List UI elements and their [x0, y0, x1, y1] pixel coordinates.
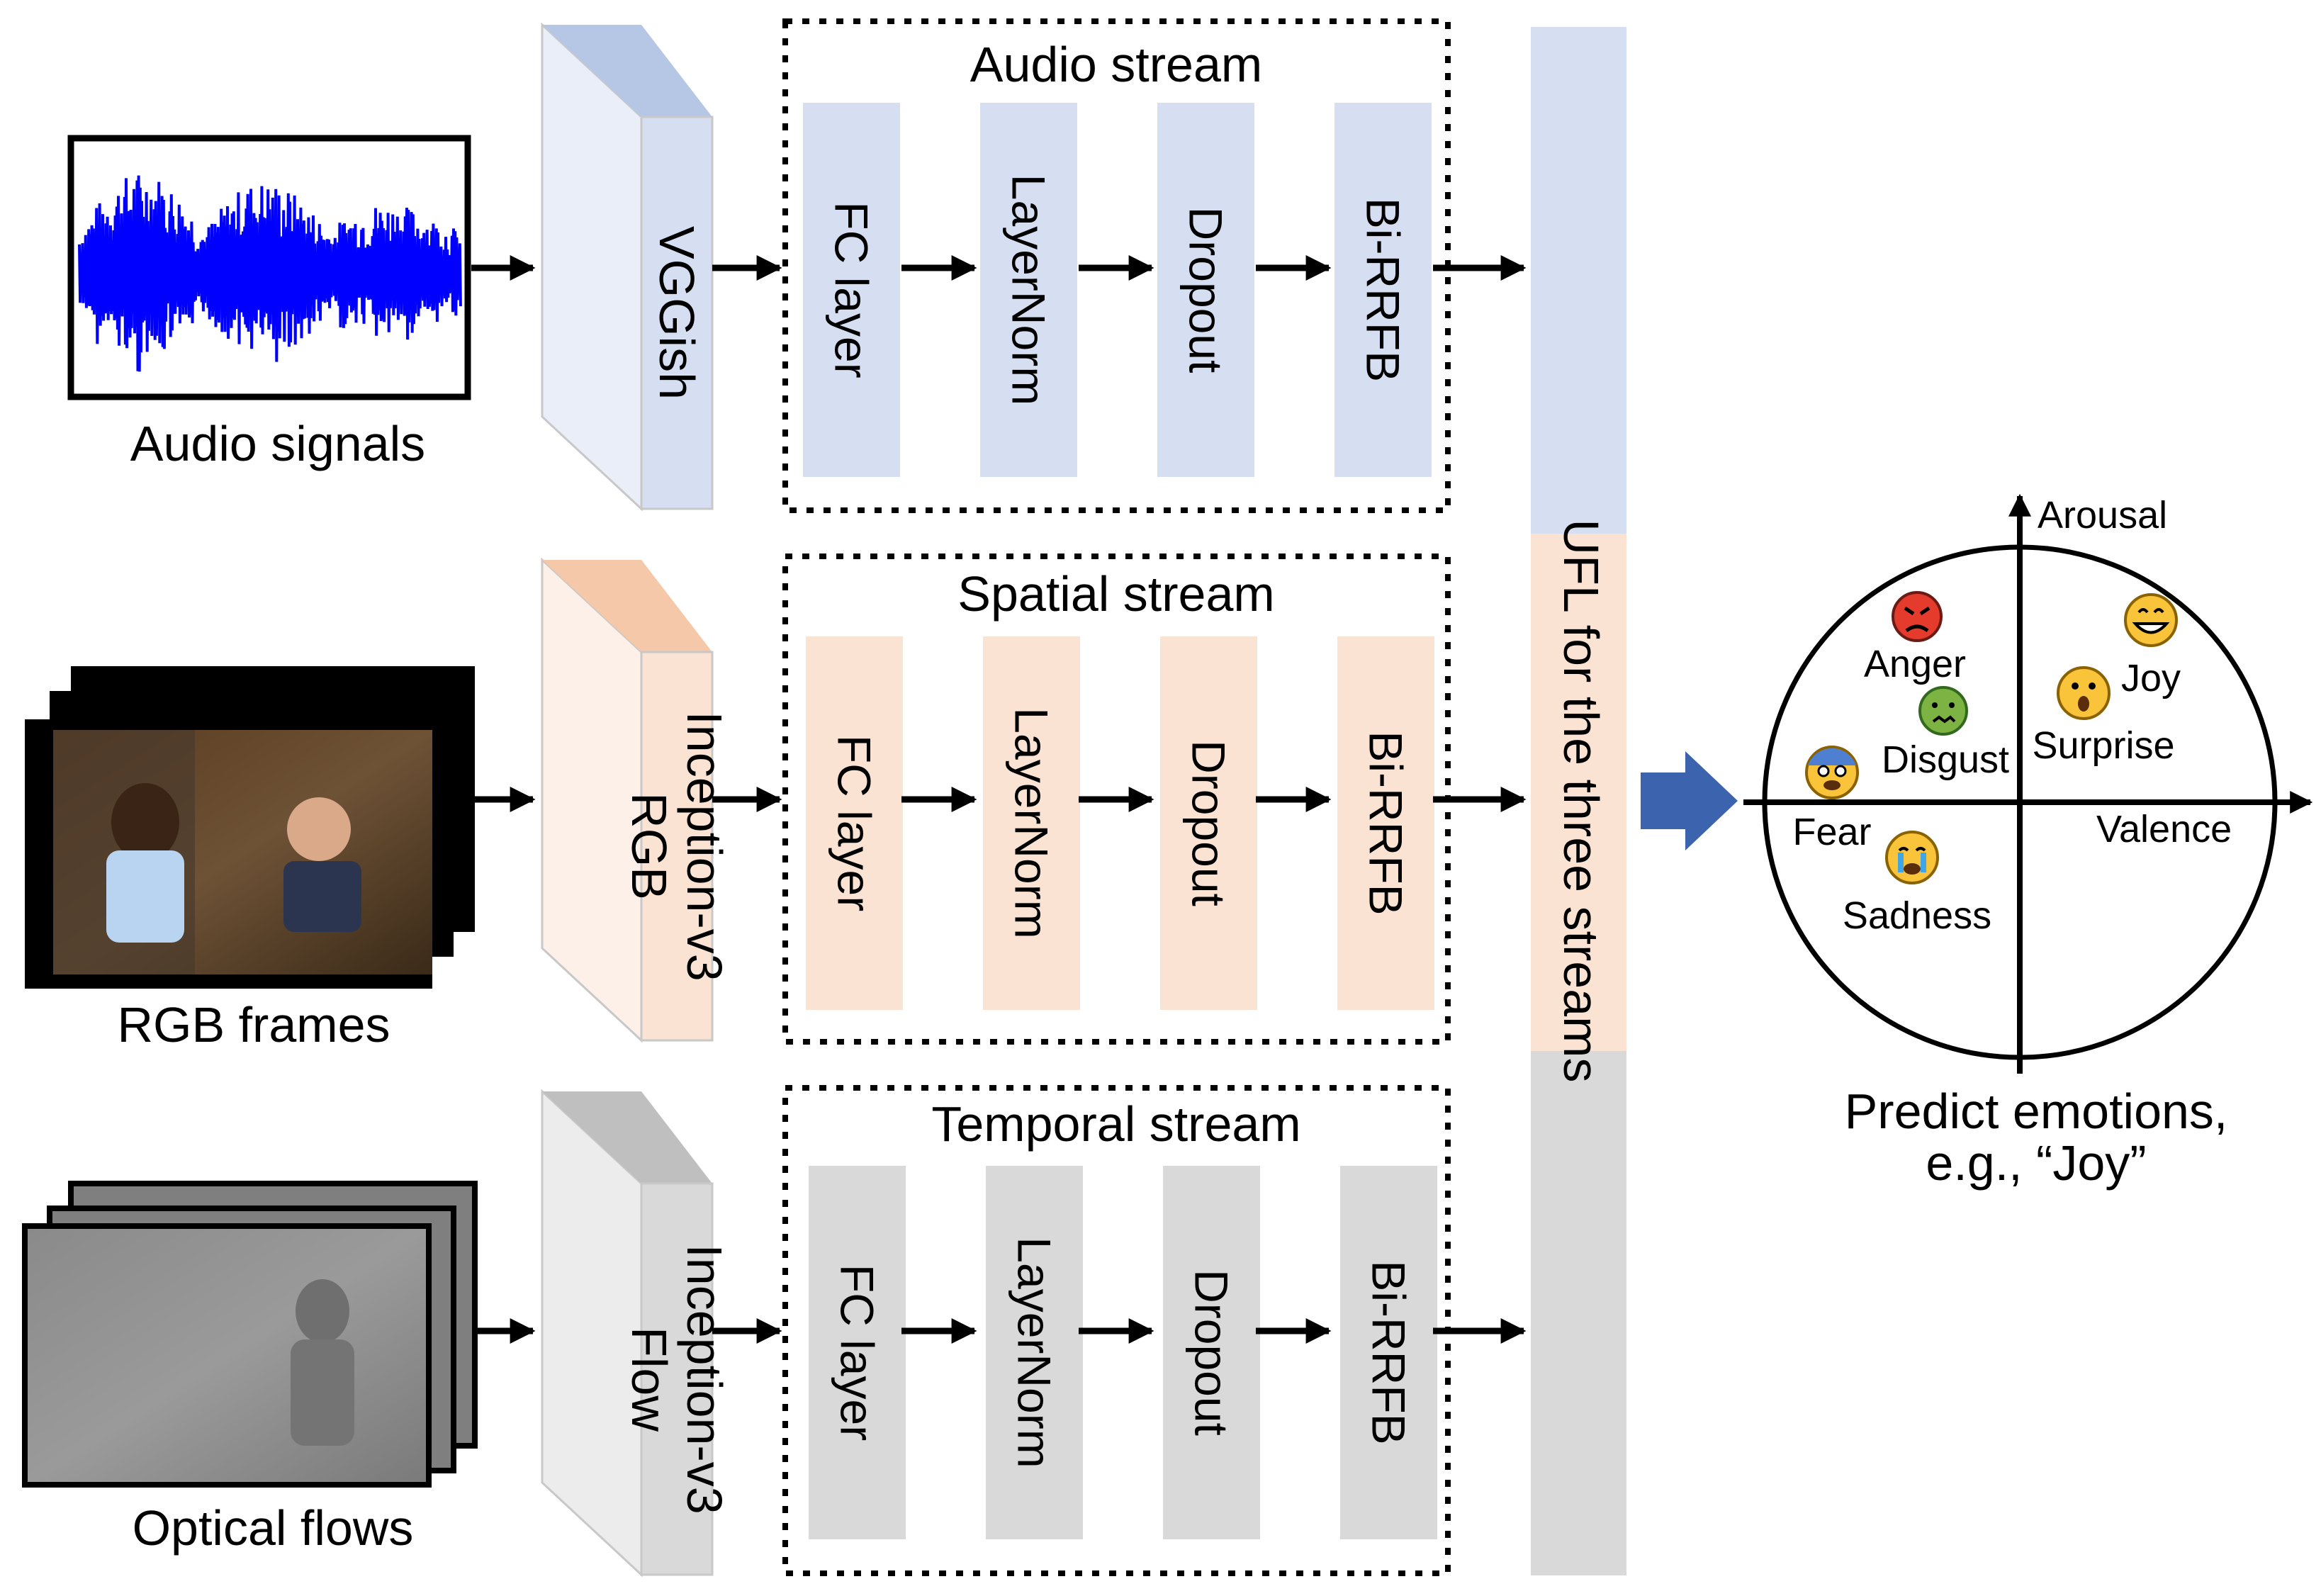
audio-block-3 — [1334, 103, 1432, 477]
temporal-block-1 — [986, 1166, 1083, 1539]
audio-block-label-1: LayerNorm — [1003, 174, 1055, 405]
flow-input-label: Optical flows — [133, 1500, 414, 1556]
audio-block-label-2: Dropout — [1180, 207, 1232, 373]
emotion-surprise-label: Surprise — [2032, 724, 2174, 767]
spatial-block-label-3: Bi-RRFB — [1360, 731, 1412, 915]
emotion-disgust-label: Disgust — [1882, 738, 2009, 781]
vggish-slab-label-0: VGGish — [649, 226, 704, 400]
audio-stream-title: Audio stream — [970, 37, 1262, 92]
valence-label: Valence — [2096, 808, 2232, 850]
spatial-block-3 — [1337, 636, 1434, 1010]
audio-block-label-0: FC layer — [826, 201, 878, 378]
spatial-block-label-0: FC layer — [828, 735, 881, 911]
fusion-label: UFL for the three streams — [1553, 519, 1609, 1083]
inception-rgb-slab-label-0: Inception-v3 — [677, 711, 732, 981]
spatial-stream: Spatial stream FC layer LayerNorm Dropout Bi… — [782, 553, 1451, 1045]
audio-block-label-3: Bi-RRFB — [1357, 198, 1410, 382]
sadness-icon — [1885, 831, 1939, 884]
audio-block-1 — [980, 103, 1077, 477]
inception-flow-slab-label-0: Inception-v3 — [677, 1244, 732, 1514]
fusion-bar-temporal — [1531, 1051, 1626, 1575]
temporal-block-label-2: Dropout — [1186, 1269, 1238, 1436]
vggish-slab: VGGish — [541, 22, 714, 512]
audio-signal-image — [67, 135, 471, 400]
spatial-block-label-1: LayerNorm — [1006, 707, 1058, 938]
spatial-block-0 — [806, 636, 903, 1010]
output-label-line2: e.g., “Joy” — [1926, 1135, 2146, 1191]
emotion-space: Arousal Valence Anger Joy Disgust — [1743, 493, 2313, 1074]
fusion-bar-spatial — [1531, 534, 1626, 1051]
emotion-fear-label: Fear — [1792, 811, 1871, 853]
spatial-block-label-2: Dropout — [1183, 740, 1235, 906]
audio-input-label: Audio signals — [130, 416, 425, 471]
disgust-icon — [1918, 686, 1968, 736]
rgb-frames-image — [25, 666, 475, 989]
temporal-block-0 — [809, 1166, 906, 1539]
fusion-bar-audio — [1531, 27, 1626, 534]
spatial-stream-title: Spatial stream — [957, 566, 1274, 622]
spatial-block-2 — [1160, 636, 1257, 1010]
output-label-line1: Predict emotions, — [1845, 1084, 2228, 1139]
emotion-joy-label: Joy — [2121, 657, 2181, 699]
temporal-block-label-3: Bi-RRFB — [1363, 1260, 1415, 1444]
temporal-block-3 — [1340, 1166, 1437, 1539]
fear-icon — [1805, 746, 1859, 799]
optical-flows-image — [22, 1181, 478, 1488]
arousal-label: Arousal — [2038, 494, 2167, 536]
emotion-anger-label: Anger — [1864, 643, 1966, 685]
audio-waveform — [78, 175, 462, 372]
anger-icon — [1892, 591, 1943, 642]
temporal-block-2 — [1163, 1166, 1260, 1539]
inception-flow-slab-label-1: Flow — [622, 1327, 677, 1432]
fusion-bar: UFL for the three streams — [1531, 27, 1626, 1575]
audio-block-2 — [1157, 103, 1254, 477]
inception-rgb-slab-label-1: RGB — [622, 792, 677, 900]
fusion-output-arrow — [1641, 751, 1738, 850]
audio-block-0 — [803, 103, 900, 477]
emotion-sadness-label: Sadness — [1843, 894, 1991, 937]
audio-stream: Audio stream FC layer LayerNorm Dropout Bi-R… — [782, 18, 1451, 513]
temporal-block-label-0: FC layer — [831, 1264, 884, 1441]
joy-icon — [2124, 593, 2178, 647]
temporal-block-label-1: LayerNorm — [1008, 1237, 1061, 1468]
surprise-icon — [2057, 666, 2111, 720]
temporal-stream-title: Temporal stream — [931, 1096, 1300, 1152]
rgb-input-label: RGB frames — [117, 997, 390, 1052]
spatial-block-1 — [983, 636, 1080, 1010]
